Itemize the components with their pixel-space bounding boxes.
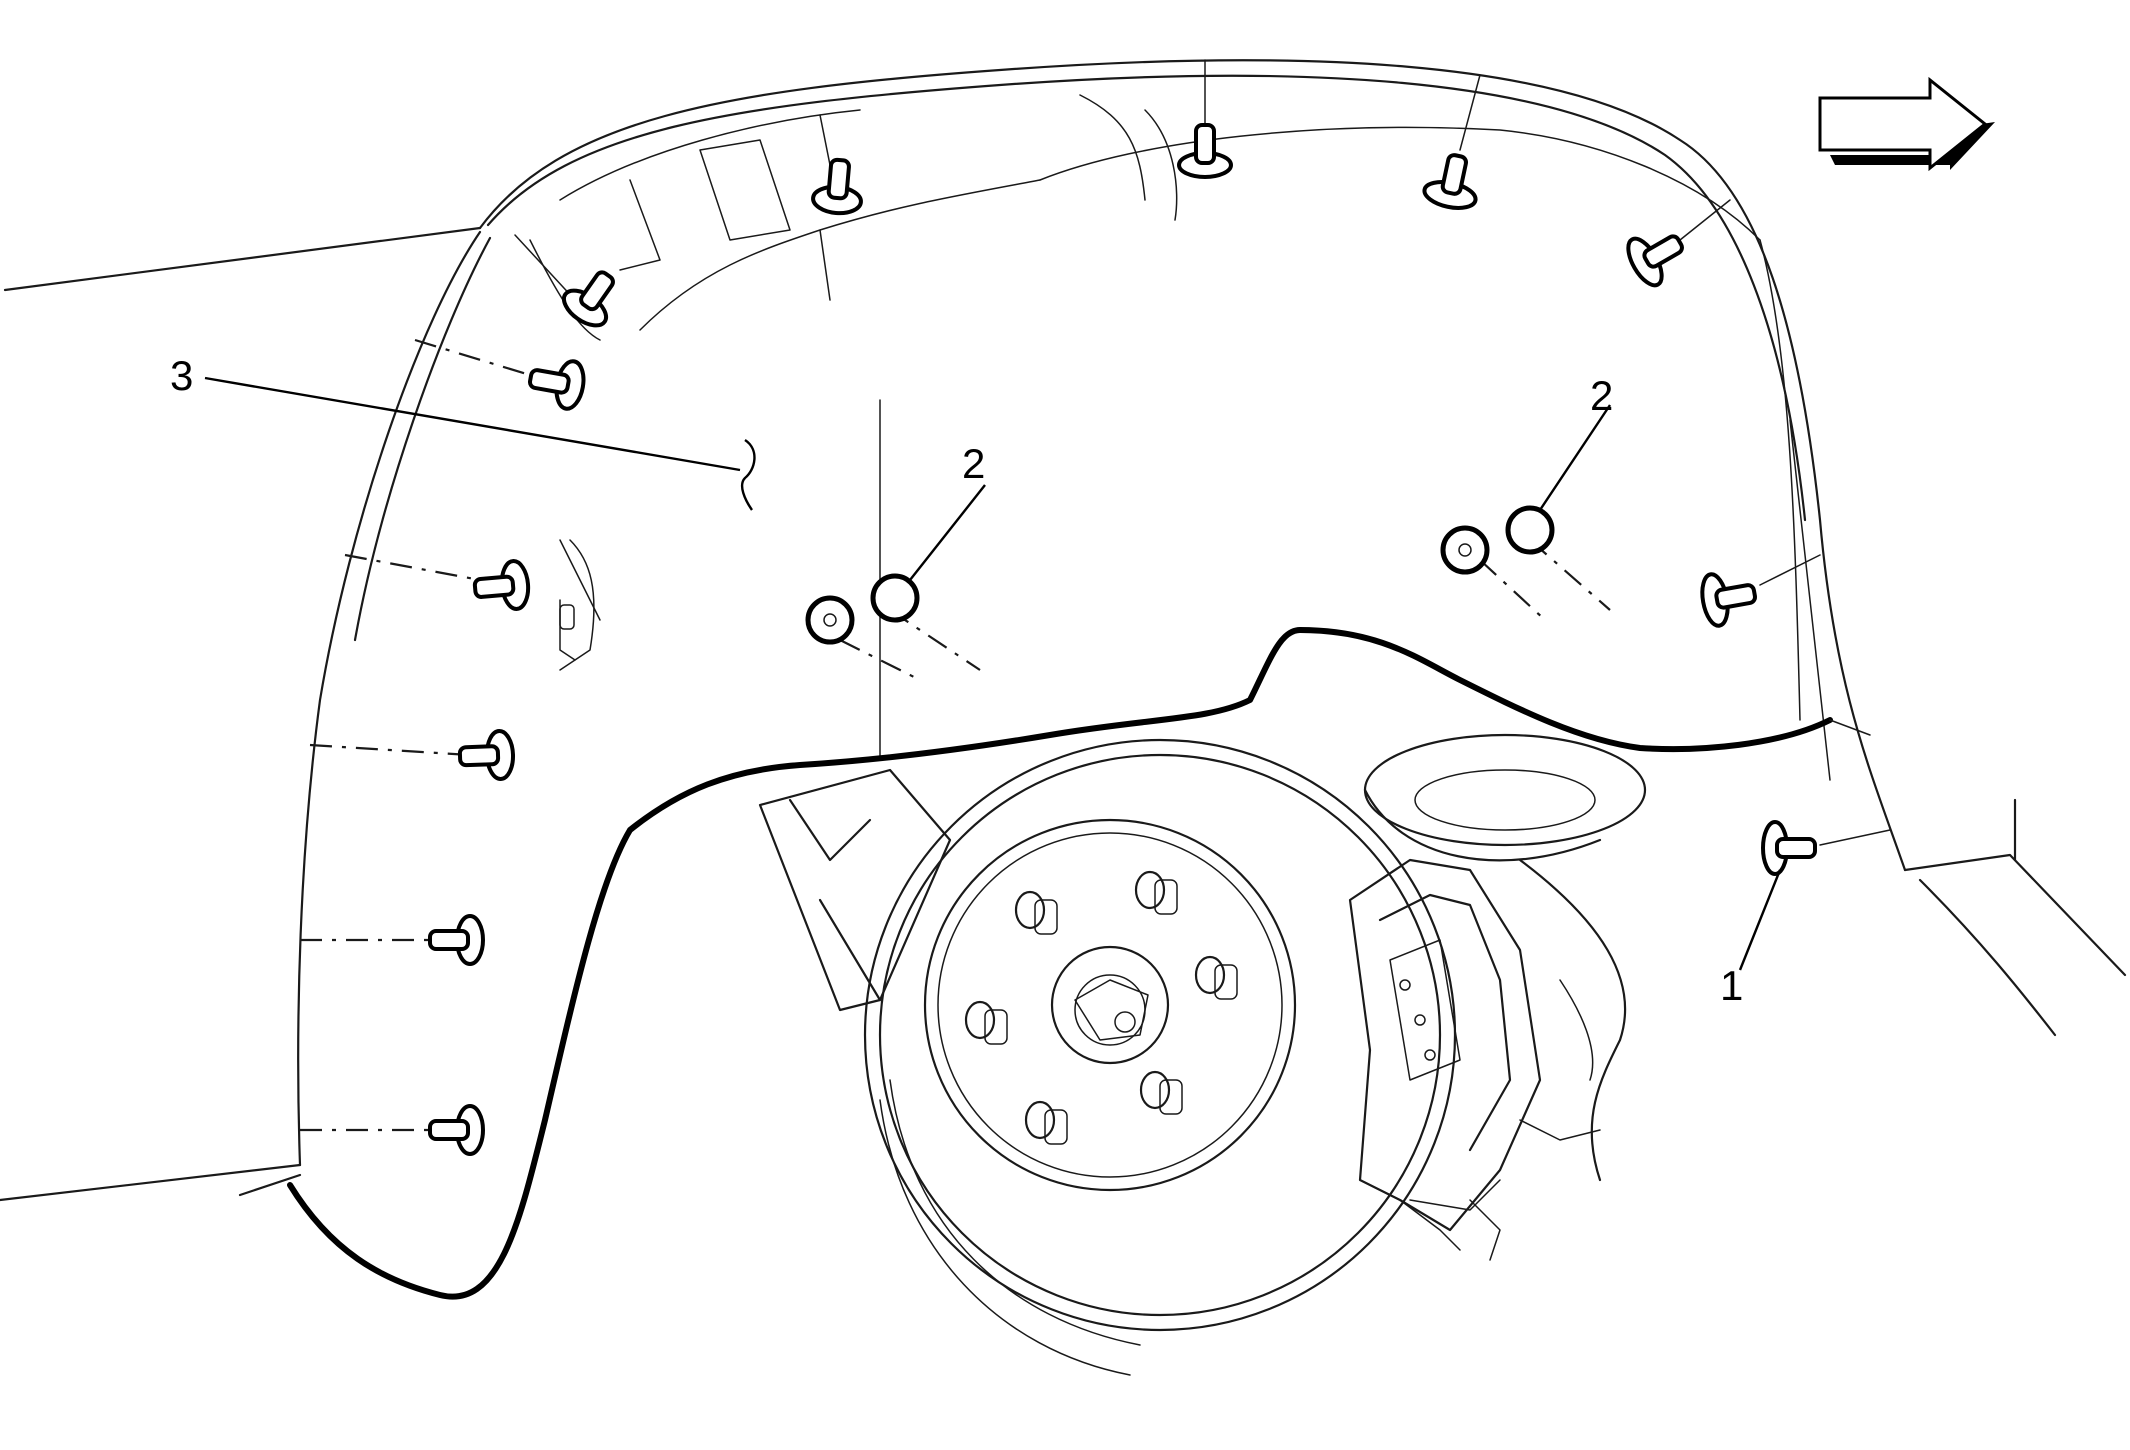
plug-icon [1440,525,1490,575]
callout-liner: 3 [170,352,193,399]
fastener-icon [811,157,863,216]
liner-edge-seal [287,627,1833,1300]
plug-icon [870,573,920,623]
fastener-icon [1422,153,1478,210]
push-pin-fasteners [428,123,1817,1156]
fastener-icon [527,359,586,411]
callout-fastener: 1 [1720,962,1743,1009]
leader-lines [204,376,1782,971]
access-plugs [805,505,1555,645]
fastener-icon [1700,572,1758,628]
fastener-icon [1177,123,1233,179]
plug-icon [1505,505,1555,555]
fastener-icon [1761,820,1817,876]
fastener-icon [428,1104,485,1156]
body-panel [0,59,2127,1202]
fastener-icon [428,914,485,966]
brake-caliper [1348,858,1601,1261]
callout-plug-right: 2 [1590,372,1613,419]
liner-indicator [740,439,756,511]
brake-rotor [863,738,1457,1376]
fastener-icon [472,559,531,611]
lug-studs [964,870,1238,1145]
suspension-strut [758,733,1647,1182]
fastener-icon [561,270,615,328]
fastener-icon [457,729,516,781]
callout-plug-left: 2 [962,440,985,487]
wheelhouse-liner [297,94,1831,1167]
installation-lines [300,59,1891,1132]
plug-icon [805,595,855,645]
arrow-right-icon [1818,76,1995,172]
fastener-icon [1626,234,1684,288]
